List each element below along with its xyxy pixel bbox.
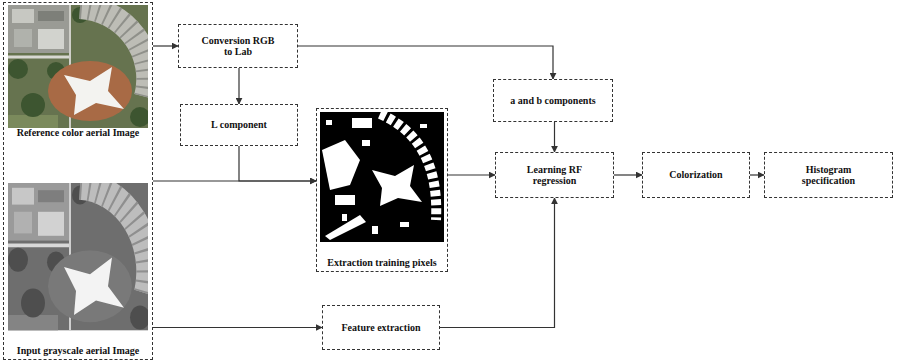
process-box: Conversion RGB to Lab — [178, 24, 298, 68]
image-caption: Input grayscale aerial Image — [16, 345, 140, 356]
image-detail — [420, 124, 427, 128]
process-box: Feature extraction — [322, 305, 440, 350]
image-detail — [325, 215, 366, 240]
process-box: a and b components — [493, 79, 613, 122]
reference-color-image — [8, 5, 150, 128]
image-detail — [8, 5, 150, 128]
image-detail — [342, 214, 347, 221]
input-grayscale-image — [8, 183, 150, 331]
process-box: L component — [180, 104, 298, 146]
image-detail — [8, 183, 150, 331]
flow-arrow — [440, 198, 555, 328]
image-detail — [362, 140, 370, 146]
flow-arrow — [554, 122, 555, 152]
image-detail — [320, 112, 444, 242]
flow-arrow — [448, 174, 495, 175]
process-label: Feature extraction — [331, 322, 431, 333]
input-images-box: Reference color aerial ImageInput graysc… — [3, 2, 153, 360]
image-detail — [322, 140, 360, 190]
flow-arrow — [153, 327, 322, 328]
image-detail — [400, 222, 409, 227]
process-box: Learning RF regression — [495, 152, 614, 198]
image-caption: Reference color aerial Image — [16, 127, 140, 138]
process-label: L component — [189, 119, 289, 130]
process-box: Histogram specification — [764, 152, 893, 198]
process-label: Conversion RGB to Lab — [198, 35, 278, 57]
image-detail — [326, 120, 332, 125]
flow-arrow — [614, 174, 642, 175]
image-box: Extraction training pixels — [316, 108, 448, 272]
image-detail — [380, 114, 436, 220]
training-pixel-mask — [320, 112, 444, 242]
image-detail — [352, 118, 372, 128]
image-detail — [372, 226, 378, 234]
image-detail — [335, 195, 355, 205]
process-box: Colorization — [642, 152, 750, 198]
process-label: Learning RF regression — [515, 164, 595, 186]
flow-arrow — [153, 45, 178, 46]
image-caption: Extraction training pixels — [319, 257, 445, 268]
process-label: Colorization — [646, 169, 746, 180]
flow-arrow — [298, 46, 553, 79]
flow-arrow — [750, 174, 764, 175]
process-label: Histogram specification — [789, 164, 869, 186]
flow-arrow — [238, 68, 239, 104]
flow-arrow — [239, 146, 316, 181]
process-label: a and b components — [503, 95, 603, 106]
image-detail — [372, 165, 422, 206]
